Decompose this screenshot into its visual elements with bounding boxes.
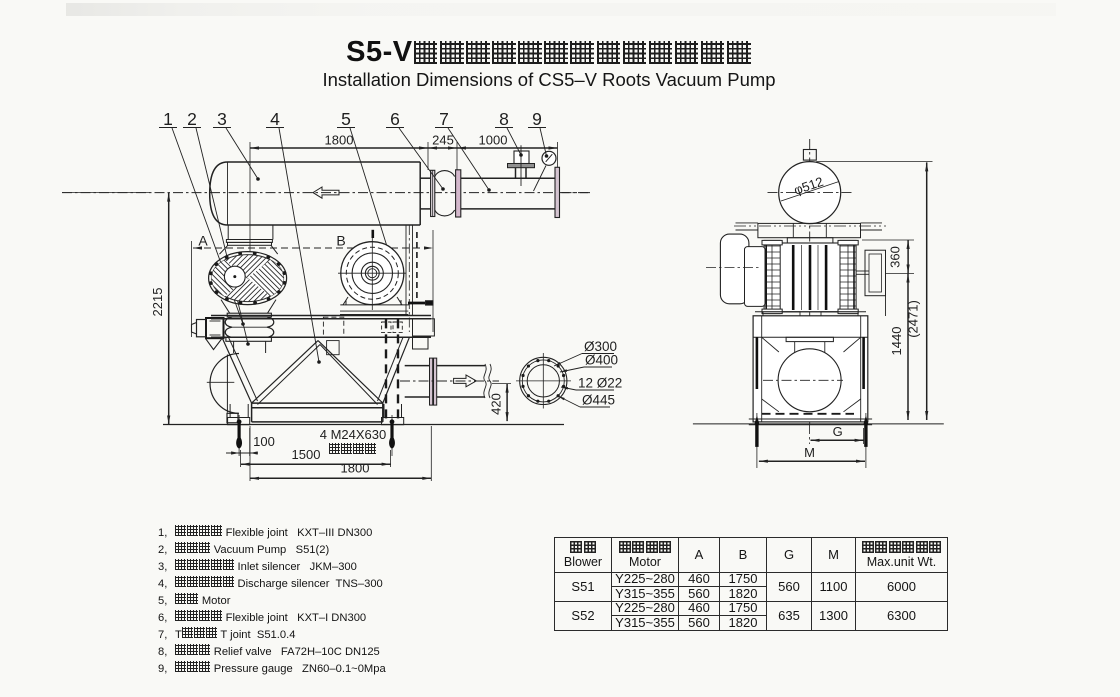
- svg-text:9: 9: [532, 109, 542, 129]
- svg-text:M: M: [804, 445, 815, 460]
- svg-text:420: 420: [489, 393, 504, 415]
- svg-text:2: 2: [187, 109, 197, 129]
- svg-text:7: 7: [439, 109, 449, 129]
- svg-text:5: 5: [341, 109, 351, 129]
- svg-text:Ø300: Ø300: [584, 339, 617, 354]
- svg-text:G: G: [833, 424, 843, 439]
- svg-text:245: 245: [432, 133, 454, 148]
- svg-text:12 Ø22: 12 Ø22: [578, 376, 622, 391]
- svg-text:Ø445: Ø445: [582, 393, 615, 408]
- svg-text:1000: 1000: [479, 133, 508, 148]
- svg-text:1440: 1440: [889, 327, 904, 356]
- svg-text:B: B: [336, 233, 345, 249]
- svg-text:6: 6: [390, 109, 400, 129]
- svg-text:1500: 1500: [292, 447, 321, 462]
- svg-text:1: 1: [163, 109, 173, 129]
- svg-text:2215: 2215: [150, 288, 165, 317]
- svg-text:100: 100: [253, 434, 275, 449]
- svg-text:Ø400: Ø400: [585, 353, 618, 368]
- svg-text:1800: 1800: [341, 461, 370, 476]
- svg-text:1800: 1800: [325, 133, 354, 148]
- svg-text:360: 360: [888, 246, 903, 268]
- svg-text:8: 8: [499, 109, 509, 129]
- svg-text:4: 4: [270, 109, 280, 129]
- svg-text:4 M24X630: 4 M24X630: [320, 427, 387, 442]
- svg-text:3: 3: [217, 109, 227, 129]
- svg-text:(2471): (2471): [906, 300, 921, 338]
- svg-text:A: A: [198, 233, 208, 249]
